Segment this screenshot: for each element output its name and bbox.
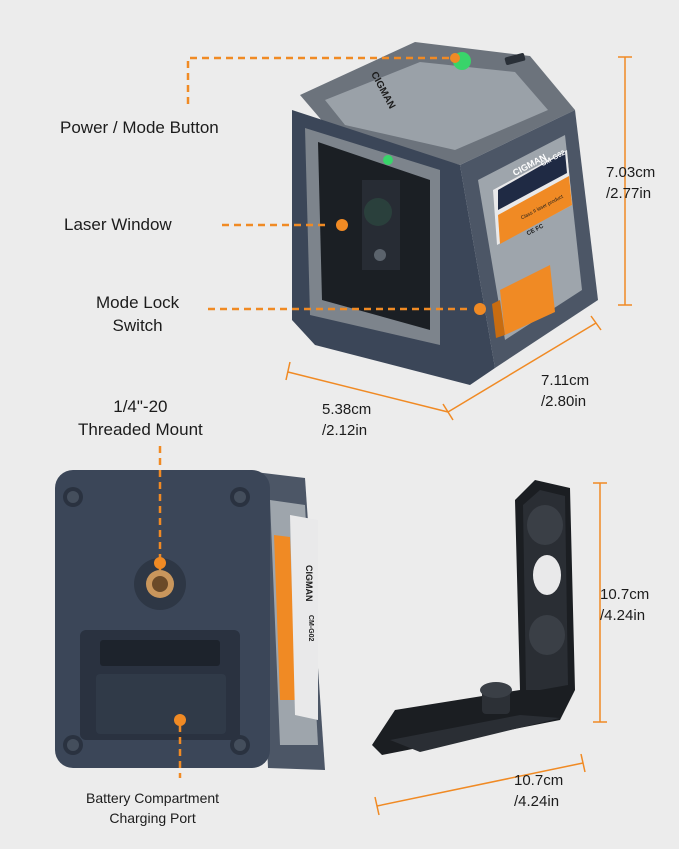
mount-line1: 1/4"-20 <box>113 397 168 416</box>
callout-lines <box>158 56 470 778</box>
width-in: /2.12in <box>322 422 368 439</box>
depth-in: /2.80in <box>541 393 587 410</box>
height-in: /2.77in <box>606 185 652 202</box>
bracket-width-cm: 10.7cm <box>514 772 564 789</box>
battery-line1: Battery Compartment <box>86 790 220 806</box>
battery-compartment-label: Battery Compartment Charging Port <box>86 788 219 828</box>
bracket-width-in: /4.24in <box>514 793 560 810</box>
height-dimension: 7.03cm /2.77in <box>606 162 655 204</box>
power-mode-button-label: Power / Mode Button <box>60 118 219 137</box>
width-dimension: 5.38cm /2.12in <box>322 399 371 441</box>
threaded-mount-label: 1/4"-20 Threaded Mount <box>78 395 203 441</box>
laser-level-device <box>292 42 598 385</box>
laser-level-back <box>55 470 325 770</box>
bracket-width-dimension: 10.7cm /4.24in <box>514 770 563 812</box>
bracket-height-in: /4.24in <box>600 607 646 624</box>
depth-cm: 7.11cm <box>541 372 590 389</box>
callout-dots <box>154 53 486 726</box>
dimension-lines <box>285 56 632 816</box>
height-cm: 7.03cm <box>606 164 656 181</box>
battery-line2: Charging Port <box>109 810 196 826</box>
l-bracket <box>372 480 575 755</box>
width-cm: 5.38cm <box>322 401 372 418</box>
laser-window-label: Laser Window <box>64 215 172 234</box>
model-print-back: CM-G02 <box>307 615 314 642</box>
mode-lock-line1: Mode Lock <box>96 293 180 312</box>
bracket-height-dimension: 10.7cm /4.24in <box>600 584 649 626</box>
mount-line2: Threaded Mount <box>78 420 203 439</box>
depth-dimension: 7.11cm /2.80in <box>541 370 589 412</box>
bracket-height-cm: 10.7cm <box>600 586 650 603</box>
mode-lock-switch-label: Mode Lock Switch <box>96 291 179 337</box>
brand-print-back: CIGMAN <box>304 565 314 602</box>
mode-lock-line2: Switch <box>112 316 163 335</box>
